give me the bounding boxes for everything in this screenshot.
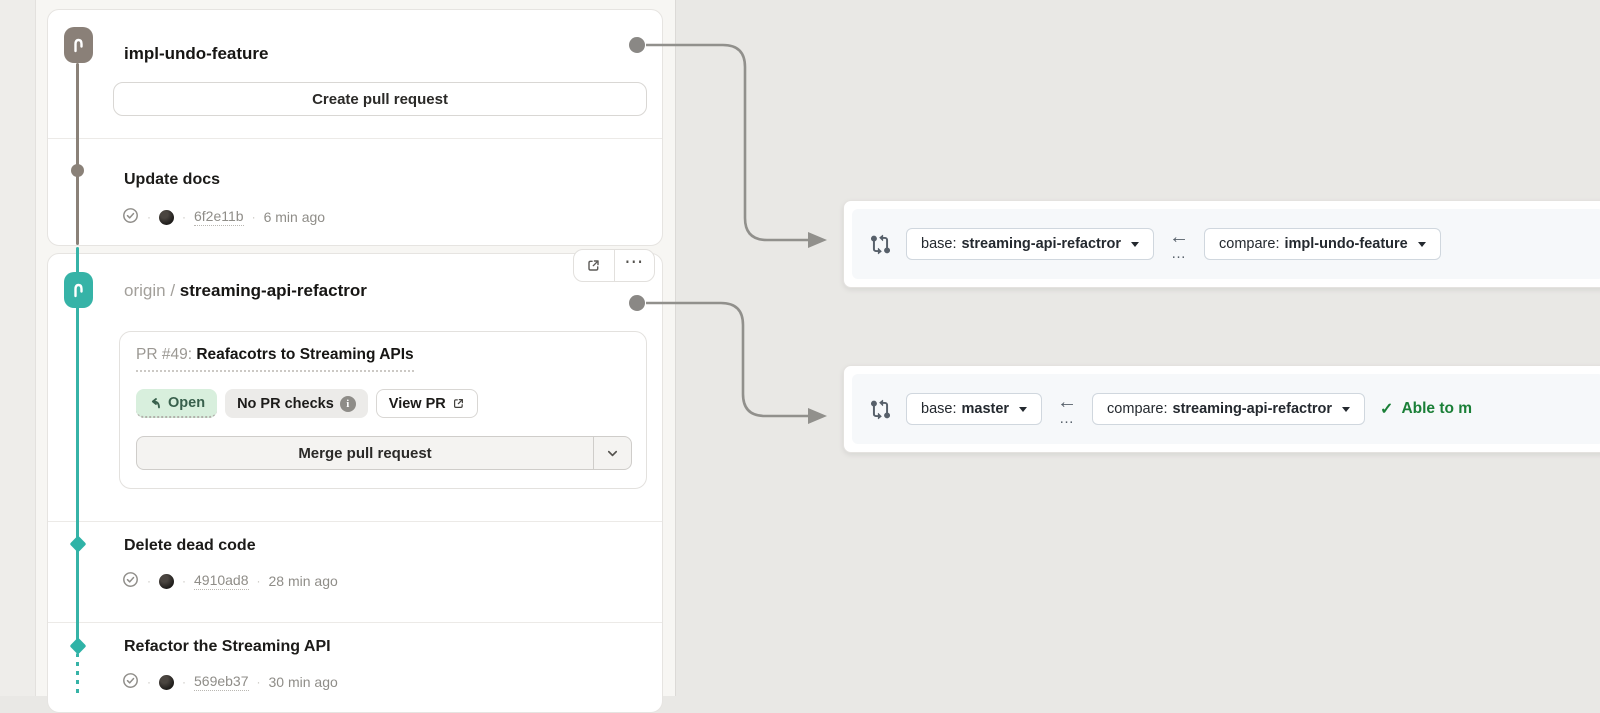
author-avatar xyxy=(159,573,174,589)
git-compare-icon xyxy=(870,234,891,254)
base-branch-name: streaming-api-refactror xyxy=(961,236,1122,252)
compare-branch-dropdown[interactable]: compare: streaming-api-refactror xyxy=(1092,393,1366,425)
compare-controls: base: streaming-api-refactror ← … compar… xyxy=(852,209,1600,279)
remote-name: origin xyxy=(124,281,166,300)
meta-separator: · xyxy=(147,675,151,689)
app-left-gutter xyxy=(0,0,36,696)
merge-pull-request-split-button: Merge pull request xyxy=(136,436,632,470)
pull-request-card: PR #49: Reafacotrs to Streaming APIs Ope… xyxy=(119,331,647,489)
branch-name[interactable]: impl-undo-feature xyxy=(124,44,269,63)
more-options-button[interactable]: ⋯ xyxy=(613,250,655,281)
commit-title[interactable]: Delete dead code xyxy=(124,537,256,554)
view-pr-button[interactable]: View PR xyxy=(375,389,478,418)
path-separator: / xyxy=(170,281,176,300)
divider xyxy=(48,622,662,623)
pr-open-label: Open xyxy=(168,394,206,411)
branch-card-impl-undo-feature: impl-undo-feature Create pull request Up… xyxy=(47,9,663,246)
branch-lane: impl-undo-feature Create pull request Up… xyxy=(36,0,676,713)
external-link-icon xyxy=(453,398,463,409)
pr-checks-badge[interactable]: No PR checks i xyxy=(225,389,368,418)
commit-hash-link[interactable]: 569eb37 xyxy=(194,673,249,691)
commit-status-check-icon xyxy=(122,672,139,692)
pr-title[interactable]: PR #49: Reafacotrs to Streaming APIs xyxy=(136,346,414,372)
chevron-down-icon xyxy=(607,450,618,456)
remote-branch-icon xyxy=(64,272,93,308)
commit-node-dot xyxy=(71,164,84,177)
github-compare-bar-2: base: master ← … compare: streaming-api-… xyxy=(843,365,1600,453)
rail-branch1 xyxy=(76,63,79,245)
commit-meta-row: · · 569eb37 · 30 min ago xyxy=(122,672,338,692)
open-external-button[interactable] xyxy=(574,250,614,281)
merge-status-text: Able to m xyxy=(1401,400,1473,417)
branch-header[interactable]: origin / streaming-api-refactror xyxy=(124,281,367,301)
meta-separator: · xyxy=(182,210,186,224)
compare-branch-dropdown[interactable]: compare: impl-undo-feature xyxy=(1204,228,1441,260)
commit-hash-link[interactable]: 6f2e11b xyxy=(194,208,244,226)
divider xyxy=(48,521,662,522)
left-arrow-icon: ← xyxy=(1057,391,1078,413)
meta-separator: · xyxy=(182,574,186,588)
swap-direction-control[interactable]: ← … xyxy=(1169,227,1189,261)
pr-arrow-icon xyxy=(151,397,160,408)
branch-actions-group: ⋯ xyxy=(573,249,655,282)
branch-name: streaming-api-refactror xyxy=(179,281,367,300)
left-arrow-icon: ← xyxy=(1169,226,1190,248)
compare-branch-name: streaming-api-refactror xyxy=(1172,401,1333,417)
github-compare-bar-1: base: streaming-api-refactror ← … compar… xyxy=(843,200,1600,288)
pr-checks-label: No PR checks xyxy=(237,395,334,412)
able-to-merge-status: ✓ Able to m xyxy=(1380,399,1472,419)
info-icon: i xyxy=(339,395,356,412)
pr-number-label: PR #49: xyxy=(136,346,193,363)
commit-time: 6 min ago xyxy=(263,209,326,225)
create-pull-request-button[interactable]: Create pull request xyxy=(113,82,647,116)
rail-branch2 xyxy=(76,247,79,650)
commit-status-check-icon xyxy=(122,207,139,227)
meta-separator: · xyxy=(147,574,151,588)
commit-meta-row: · · 4910ad8 · 28 min ago xyxy=(122,571,338,591)
base-branch-dropdown[interactable]: base: streaming-api-refactror xyxy=(906,228,1155,260)
caret-down-icon xyxy=(1417,241,1426,247)
view-pr-label: View PR xyxy=(388,395,446,412)
git-compare-icon xyxy=(870,399,891,419)
compare-label: compare: xyxy=(1219,236,1280,252)
compare-branch-name: impl-undo-feature xyxy=(1284,236,1408,252)
base-label: base: xyxy=(921,401,957,417)
meta-separator: · xyxy=(251,210,256,224)
commit-title[interactable]: Refactor the Streaming API xyxy=(124,638,331,655)
pr-title-text: Reafacotrs to Streaming APIs xyxy=(196,346,414,363)
caret-down-icon xyxy=(1131,241,1140,247)
base-label: base: xyxy=(921,236,957,252)
pr-badges-row: Open No PR checks i View PR xyxy=(136,389,478,418)
meta-separator: · xyxy=(256,675,261,689)
base-branch-name: master xyxy=(961,401,1010,417)
compare-controls: base: master ← … compare: streaming-api-… xyxy=(852,374,1600,444)
author-avatar xyxy=(159,674,174,690)
swap-direction-control[interactable]: ← … xyxy=(1057,392,1077,426)
merge-pull-request-button[interactable]: Merge pull request xyxy=(298,444,432,462)
commit-hash-link[interactable]: 4910ad8 xyxy=(194,572,249,590)
rail-branch2-history xyxy=(76,653,79,696)
local-branch-icon xyxy=(64,27,93,63)
caret-down-icon xyxy=(1342,406,1351,412)
commit-title[interactable]: Update docs xyxy=(124,171,221,188)
compare-label: compare: xyxy=(1107,401,1168,417)
branch-card-streaming-api-refactror: ⋯ origin / streaming-api-refactror PR #4… xyxy=(47,249,663,713)
author-avatar xyxy=(159,209,174,225)
check-icon: ✓ xyxy=(1380,401,1394,418)
pr-open-badge[interactable]: Open xyxy=(136,389,218,418)
caret-down-icon xyxy=(1019,406,1028,412)
commit-meta-row: · · 6f2e11b · 6 min ago xyxy=(122,207,325,227)
ellipsis-icon: ⋯ xyxy=(624,251,645,273)
ellipsis-icon: … xyxy=(1171,245,1188,262)
merge-options-dropdown[interactable] xyxy=(593,437,631,469)
meta-separator: · xyxy=(147,210,151,224)
meta-separator: · xyxy=(182,675,186,689)
commit-time: 28 min ago xyxy=(268,573,338,589)
base-branch-dropdown[interactable]: base: master xyxy=(906,393,1043,425)
commit-time: 30 min ago xyxy=(268,674,338,690)
divider xyxy=(48,138,662,139)
commit-status-check-icon xyxy=(122,571,139,591)
meta-separator: · xyxy=(256,574,261,588)
ellipsis-icon: … xyxy=(1059,410,1076,427)
